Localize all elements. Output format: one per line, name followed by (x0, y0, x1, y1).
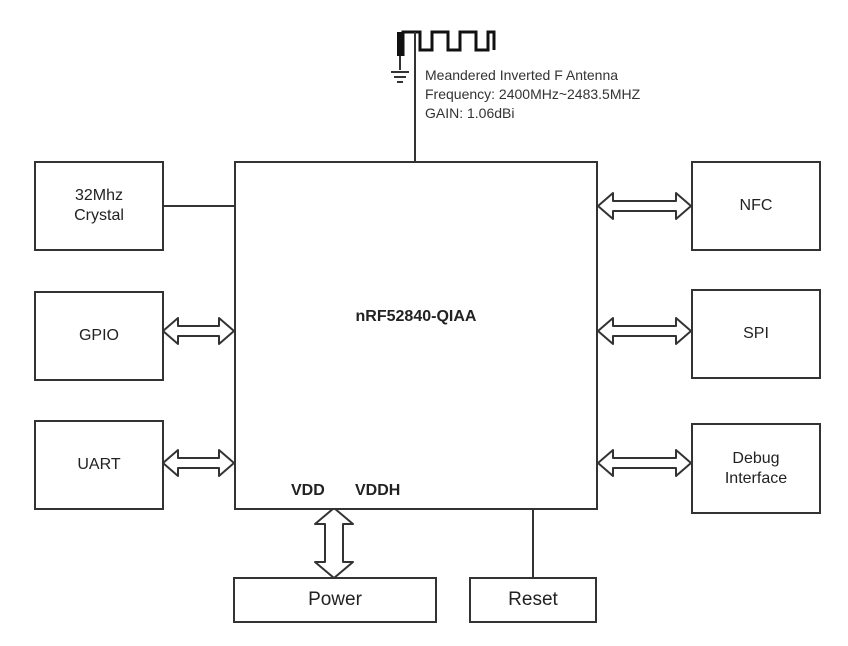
antenna-feed (399, 32, 416, 161)
nfc-arrow (597, 192, 692, 220)
spi-label: SPI (743, 325, 769, 342)
power-label: Power (308, 589, 362, 610)
nfc-block: NFC (691, 161, 821, 251)
crystal-block: 32Mhz Crystal (34, 161, 164, 251)
uart-arrow (162, 449, 235, 477)
nrf52840-chip-block: nRF52840-QIAA VDD VDDH (234, 161, 598, 510)
crystal-label: 32Mhz Crystal (74, 187, 124, 224)
chip-label: nRF52840-QIAA (355, 308, 477, 325)
debug-interface-label: Debug Interface (724, 449, 788, 487)
reset-label: Reset (508, 589, 558, 610)
ground-icon (391, 71, 409, 83)
spi-arrow (597, 317, 692, 345)
debug-arrow (597, 449, 692, 477)
antenna-frequency-text: Frequency: 2400MHz~2483.5MHZ (425, 86, 641, 102)
power-arrow (314, 507, 354, 579)
uart-label: UART (77, 456, 121, 473)
uart-block: UART (34, 420, 164, 510)
vddh-pin-label: VDDH (355, 482, 401, 499)
gpio-label: GPIO (78, 327, 119, 344)
antenna-gain-text: GAIN: 1.06dBi (425, 105, 515, 121)
vdd-pin-label: VDD (291, 482, 325, 499)
debug-interface-block: Debug Interface (691, 423, 821, 514)
antenna-type-text: Meandered Inverted F Antenna (425, 67, 619, 83)
power-block: Power (233, 577, 437, 623)
nfc-label: NFC (739, 197, 773, 214)
gpio-arrow (162, 317, 235, 345)
spi-block: SPI (691, 289, 821, 379)
antenna-icon (397, 30, 496, 56)
gpio-block: GPIO (34, 291, 164, 381)
reset-block: Reset (469, 577, 597, 623)
antenna-description: Meandered Inverted F Antenna Frequency: … (425, 66, 640, 123)
